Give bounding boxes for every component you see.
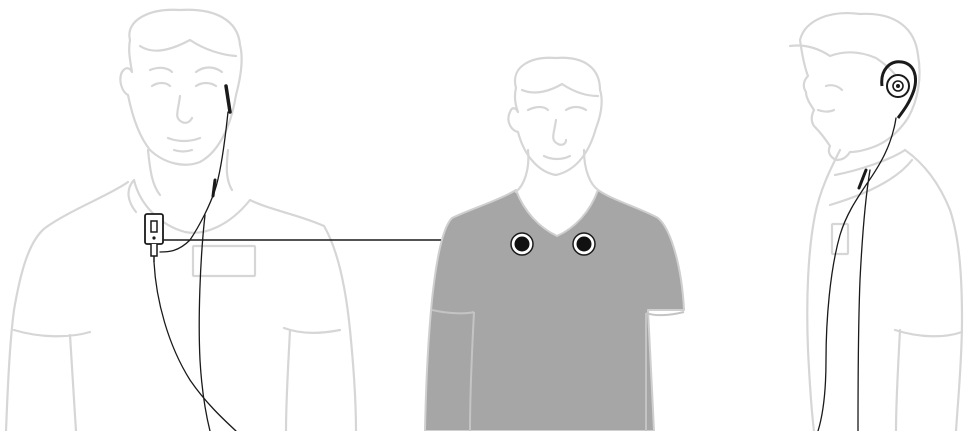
right-person-face <box>818 85 842 111</box>
left-person-cable <box>160 112 228 252</box>
right-person-hair <box>790 45 902 86</box>
mount-point-icon <box>573 233 595 255</box>
middle-person-hair <box>522 84 598 110</box>
middle-person <box>425 58 684 431</box>
right-person <box>790 13 962 431</box>
right-person-sleeve <box>895 330 962 431</box>
cable-remote-icon <box>859 170 866 188</box>
right-person-cable <box>818 118 896 431</box>
cable-remote-icon <box>213 180 215 196</box>
left-person <box>6 10 356 431</box>
mount-point-icon <box>511 233 533 255</box>
left-person-sleeve-right <box>284 328 340 431</box>
earphone-bud-icon <box>226 86 230 112</box>
middle-person-face <box>544 120 570 159</box>
left-person-cable-lower <box>154 215 236 431</box>
right-person-pocket <box>832 224 848 254</box>
left-person-hair <box>140 40 236 72</box>
left-person-sleeve-left <box>14 330 90 431</box>
right-person-torso <box>807 150 962 431</box>
left-person-face <box>152 83 216 152</box>
clip-icon <box>145 214 163 262</box>
ear-hook-icon <box>882 62 916 118</box>
middle-person-head <box>508 58 601 175</box>
